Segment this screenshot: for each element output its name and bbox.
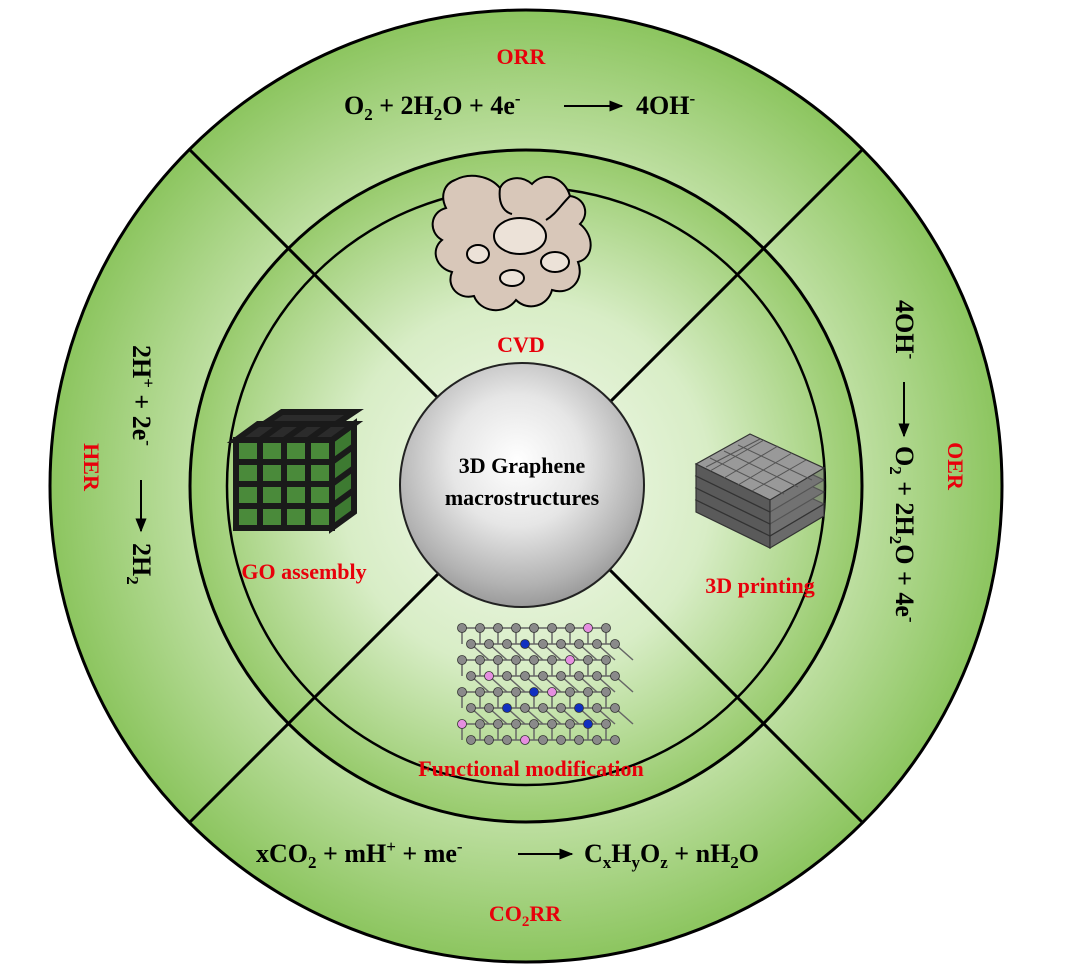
svg-text:O2 + 2H2O + 4e-: O2 + 2H2O + 4e- <box>886 446 921 623</box>
svg-text:2H+ + 2e-: 2H+ + 2e- <box>127 345 158 446</box>
center-sphere <box>399 362 645 608</box>
center-title-line2: macrostructures <box>445 485 600 510</box>
orr-equation-right: 4OH- <box>636 89 695 120</box>
printed-grid-stack-icon <box>694 433 826 550</box>
porous-network-icon <box>431 174 592 311</box>
svg-text:4OH-: 4OH- <box>890 300 921 359</box>
orr-label: ORR <box>497 44 547 69</box>
her-label: HER <box>79 443 104 492</box>
go-assembly-label: GO assembly <box>241 559 366 584</box>
orr-equation-left: O2 + 2H2O + 4e- <box>344 89 521 124</box>
svg-text:2H2: 2H2 <box>123 543 156 585</box>
3d-printing-label: 3D printing <box>705 573 814 598</box>
center-title-line1: 3D Graphene <box>459 453 586 478</box>
doped-graphene-lattice-icon <box>457 623 634 745</box>
cvd-label: CVD <box>497 332 545 357</box>
co2rr-equation-left: xCO2 + mH+ + me- <box>256 837 463 872</box>
functional-modification-label: Functional modification <box>418 756 644 781</box>
co2rr-equation-right: CxHyOz + nH2O <box>584 839 759 872</box>
oer-label: OER <box>943 442 968 491</box>
her-equation: 2H+ + 2e- 2H2 <box>123 345 158 585</box>
co2rr-label: CO2RR <box>489 901 562 930</box>
3d-lattice-cube-icon <box>226 409 364 534</box>
oer-equation: 4OH- O2 + 2H2O + 4e- <box>886 300 921 623</box>
